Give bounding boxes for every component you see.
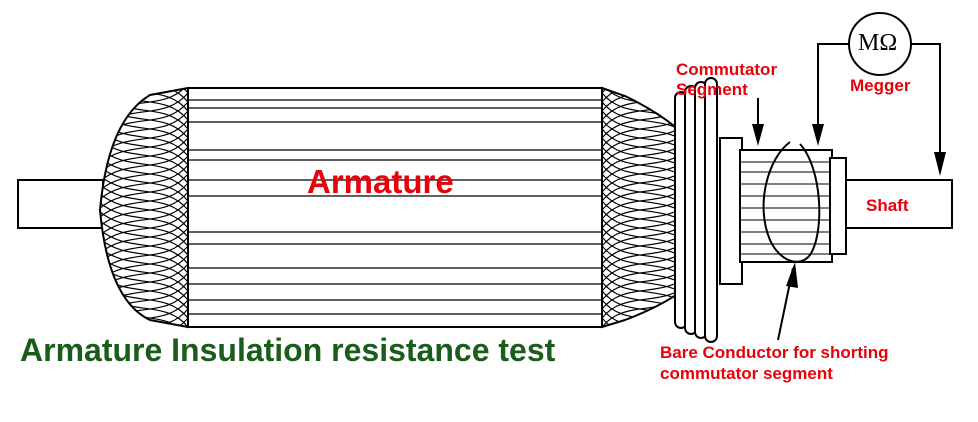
winding-wire: [100, 184, 188, 220]
left-shaft: [17, 179, 104, 229]
winding-wire: [100, 137, 188, 173]
bare-conductor-label-line2: commutator segment: [660, 364, 833, 383]
bare-conductor: [762, 141, 821, 263]
winding-wire: [100, 209, 188, 245]
megger-lead-right: [911, 43, 941, 172]
megger-lead-left: [817, 43, 849, 142]
armature-label: Armature: [307, 163, 454, 200]
commutator: [739, 149, 833, 263]
winding-wire: [100, 202, 188, 238]
winding-wire: [100, 211, 188, 247]
shaft-label: Shaft: [866, 196, 909, 215]
winding-wire: [100, 317, 188, 327]
winding-wire: [100, 173, 188, 209]
winding-wire: [100, 88, 188, 94]
winding-wire: [100, 191, 188, 227]
diagram-title: Armature Insulation resistance test: [20, 332, 556, 368]
megger-symbol: MΩ: [858, 30, 898, 56]
commutator-neck: [719, 137, 743, 285]
lead-left-arrowhead: [812, 124, 824, 146]
armature-core: [187, 87, 603, 328]
winding-wire: [602, 88, 690, 103]
commutator-end: [829, 157, 847, 255]
winding-wire: [100, 88, 188, 103]
winding-wire: [100, 155, 188, 191]
winding-wire: [602, 308, 690, 327]
lead-right-arrowhead: [934, 152, 946, 176]
winding-wire: [100, 200, 188, 236]
riser-ring: [704, 77, 718, 343]
bare-conductor-label-line1: Bare Conductor for shorting: [660, 343, 889, 362]
winding-wire: [100, 166, 188, 202]
winding-wire: [100, 238, 188, 274]
commutator-pointer-head: [752, 124, 764, 146]
winding-wire: [100, 128, 188, 164]
winding-wire: [100, 146, 188, 182]
winding-wire: [100, 308, 188, 327]
winding-wire: [100, 247, 188, 283]
winding-wire: [100, 229, 188, 265]
winding-wire: [100, 256, 188, 292]
bare-conductor-pointer-head: [786, 262, 798, 288]
commutator-label-line1: Commutator: [676, 60, 778, 79]
winding-wire: [100, 193, 188, 229]
winding-wire: [100, 157, 188, 193]
winding-wire: [100, 220, 188, 256]
winding-wire: [100, 175, 188, 211]
megger-label: Megger: [850, 76, 911, 95]
winding-wire: [100, 182, 188, 218]
winding-wire: [100, 148, 188, 184]
winding-wire: [100, 218, 188, 254]
winding-wire: [100, 227, 188, 263]
commutator-label-line2: Segment: [676, 80, 748, 99]
winding-wire: [100, 50, 188, 84]
right-shaft: [845, 179, 953, 229]
winding-wire: [100, 164, 188, 200]
